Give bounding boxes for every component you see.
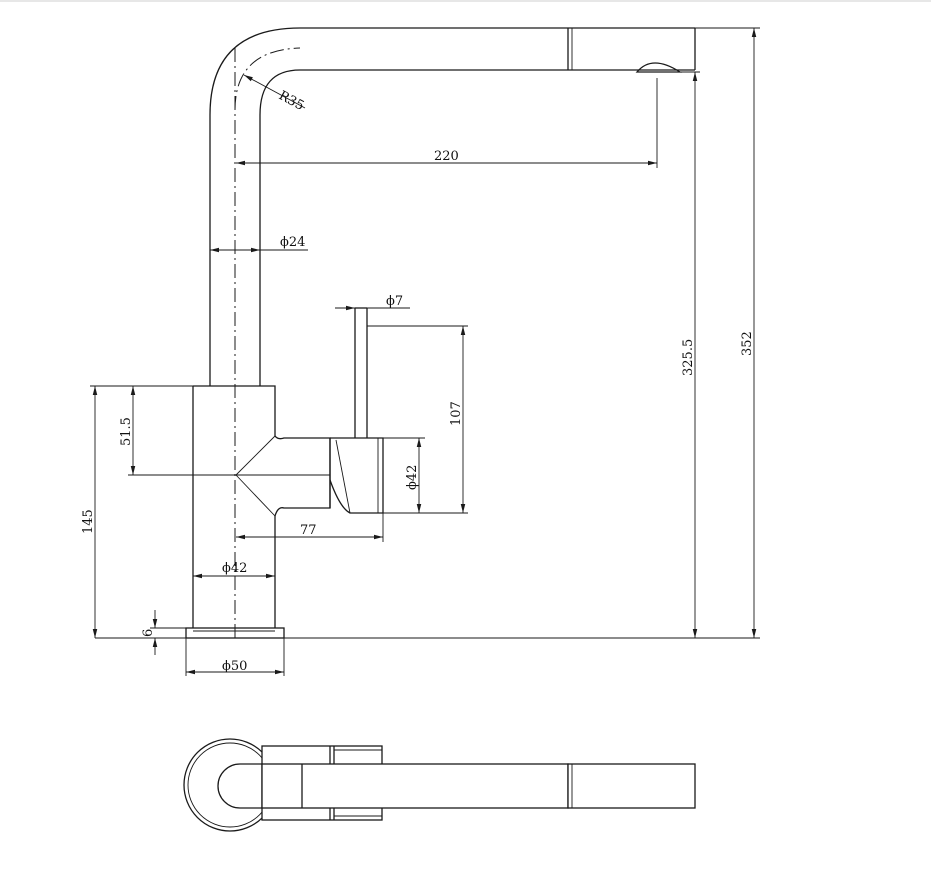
spout-top xyxy=(217,763,696,809)
lever-height-label: 107 xyxy=(449,401,464,426)
lever xyxy=(354,307,368,438)
spout-inner-edge xyxy=(259,69,570,386)
upper-body-height-label: 51.5 xyxy=(119,417,134,446)
base-thickness-label: 6 xyxy=(141,629,156,637)
spout-diameter-label: ϕ24 xyxy=(280,235,305,250)
body-height-label: 145 xyxy=(81,509,96,534)
handle-offset-label: 77 xyxy=(300,523,317,538)
front-view xyxy=(95,27,760,640)
upper-body xyxy=(192,385,276,628)
body-diameter-label: ϕ42 xyxy=(222,561,247,576)
handle-connector xyxy=(235,435,331,517)
spout-outlet-head xyxy=(567,27,696,73)
total-height-label: 352 xyxy=(740,331,755,356)
bend-center-line xyxy=(234,47,301,111)
handle-diameter-label: ϕ42 xyxy=(405,465,420,490)
lever-diameter-label: ϕ7 xyxy=(386,294,403,309)
dimension-lines: R35 220 ϕ24 ϕ7 107 ϕ42 77 ϕ42 ϕ50 xyxy=(81,27,760,676)
outlet-height-label: 325.5 xyxy=(681,339,696,376)
handle-body xyxy=(329,437,384,514)
spout-outer-edge xyxy=(209,27,570,386)
radius-label: R35 xyxy=(276,88,306,114)
reach-label: 220 xyxy=(434,149,459,164)
radius-leader xyxy=(243,74,306,109)
top-view xyxy=(183,738,696,832)
aerator xyxy=(635,62,683,73)
base-diameter-label: ϕ50 xyxy=(222,659,247,674)
